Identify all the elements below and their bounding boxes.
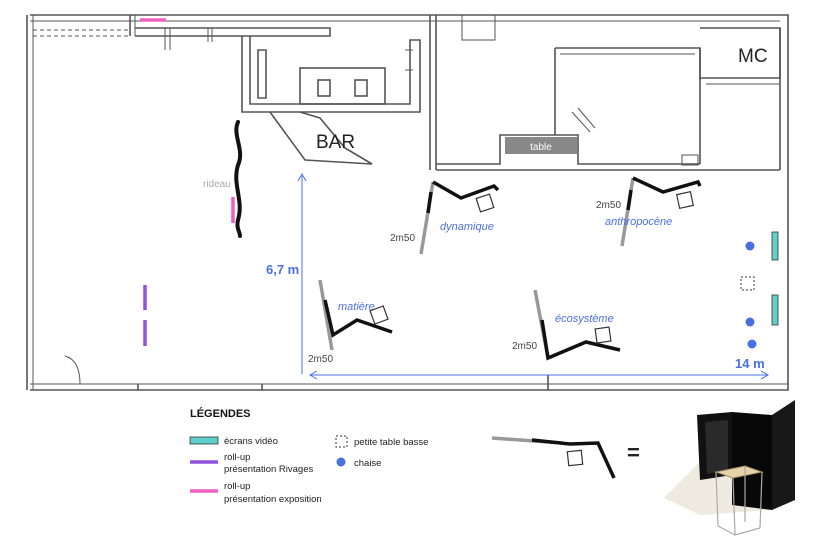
legend-expo-label-1: roll-up	[224, 481, 250, 492]
table-square	[369, 305, 389, 325]
curtain-label: rideau	[203, 179, 231, 190]
chair-3	[747, 339, 757, 349]
legend-expo-label-2: présentation exposition	[224, 494, 322, 505]
mc-label: MC	[738, 46, 768, 67]
grey-panel	[620, 177, 635, 247]
booth-table-frame	[715, 466, 763, 536]
legend-title: LÉGENDES	[190, 407, 251, 420]
station-matiere-label: matière	[338, 301, 375, 313]
video-screen-2	[771, 294, 779, 326]
legend-rivages-label-2: présentation Rivages	[224, 464, 313, 475]
black-panel	[531, 438, 616, 479]
chair-2	[745, 317, 755, 327]
legend-video-swatch	[189, 436, 219, 445]
legend-rivages-label-1: roll-up	[224, 452, 250, 463]
station-anthropocene-label: anthropocène	[605, 216, 672, 228]
station-matiere: matière 2m50	[308, 279, 393, 365]
bar-counter	[299, 67, 386, 105]
station-schematic	[491, 436, 616, 479]
legend-chair-label: chaise	[354, 458, 381, 469]
station-anthropocene: anthropocène 2m50	[596, 176, 702, 247]
table-box	[505, 137, 577, 154]
building-walls	[26, 14, 789, 391]
station-ecosysteme: écosystème 2m50	[512, 289, 621, 361]
bar-label: BAR	[316, 132, 355, 153]
video-screen-1	[771, 231, 779, 261]
black-panel	[540, 319, 621, 361]
bar-shape	[269, 111, 373, 165]
curtain-line	[234, 120, 243, 238]
table-square	[675, 190, 695, 210]
black-panel	[432, 180, 500, 200]
station-ecosysteme-label: écosystème	[555, 313, 614, 325]
legend-table-swatch	[335, 435, 348, 448]
booth-illustration	[664, 400, 795, 536]
equals-sign: =	[627, 440, 640, 465]
table-square	[566, 449, 584, 467]
table-square	[594, 326, 612, 344]
table-square	[475, 193, 495, 213]
grey-panel	[318, 279, 334, 351]
chair-1	[745, 241, 755, 251]
legend-chair-swatch	[336, 457, 346, 467]
booth-panel-center	[732, 412, 772, 510]
legend-video-label: écrans vidéo	[224, 436, 278, 447]
height-label: 6,7 m	[266, 262, 299, 277]
door-arc	[64, 355, 81, 385]
panel-dimension: 2m50	[512, 341, 537, 352]
station-dynamique: dynamique 2m50	[390, 180, 500, 255]
bar-wall	[241, 36, 421, 113]
table-label: table	[530, 142, 552, 153]
dashed-wall	[33, 29, 130, 37]
black-panel	[323, 299, 393, 338]
panel-dimension: 2m50	[596, 200, 621, 211]
outer-wall	[30, 14, 789, 391]
small-table	[740, 276, 755, 291]
panel-dimension: 2m50	[390, 233, 415, 244]
legend: LÉGENDES écrans vidéo roll-up présentati…	[189, 407, 428, 505]
station-dynamique-label: dynamique	[440, 221, 494, 233]
panel-dimension: 2m50	[308, 354, 333, 365]
width-label: 14 m	[735, 356, 765, 371]
booth-panel-right	[772, 400, 795, 510]
black-panel	[632, 176, 702, 194]
legend-table-label: petite table basse	[354, 437, 428, 448]
